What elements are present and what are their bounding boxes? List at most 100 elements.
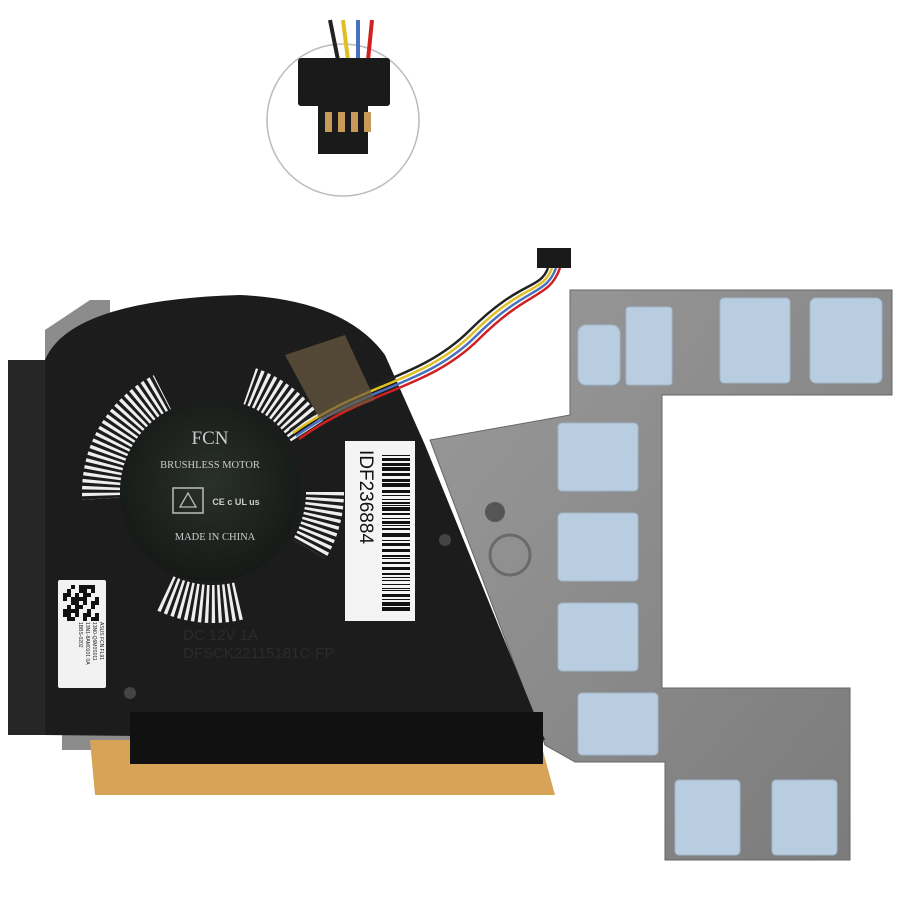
barcode-bar bbox=[382, 584, 410, 585]
barcode-bar bbox=[382, 599, 410, 600]
thermal-pad bbox=[557, 512, 639, 582]
barcode-bar bbox=[382, 567, 410, 570]
small-label-line: 13N0-Q6M0S011 bbox=[91, 622, 97, 661]
barcode-bar bbox=[382, 513, 410, 515]
qr-module bbox=[67, 613, 71, 617]
hub-origin: MADE IN CHINA bbox=[175, 532, 256, 543]
embossed-rating: DC 12V 1A bbox=[183, 627, 258, 644]
qr-module bbox=[75, 609, 79, 613]
hub-type: BRUSHLESS MOTOR bbox=[160, 460, 260, 471]
qr-module bbox=[67, 617, 71, 621]
barcode-bar bbox=[382, 562, 410, 564]
barcode-bar bbox=[382, 540, 410, 541]
qr-module bbox=[71, 585, 75, 589]
thermal-pad bbox=[719, 297, 791, 384]
barcode-label bbox=[345, 441, 415, 621]
qr-module bbox=[67, 593, 71, 597]
thermal-pad bbox=[577, 692, 659, 756]
qr-module bbox=[71, 597, 75, 601]
barcode-bar bbox=[382, 467, 410, 471]
qr-module bbox=[87, 613, 91, 617]
barcode-bar bbox=[382, 577, 410, 578]
qr-module bbox=[75, 601, 79, 605]
thermal-pad bbox=[557, 602, 639, 672]
qr-module bbox=[83, 585, 87, 589]
qr-module bbox=[75, 597, 79, 601]
barcode-bar bbox=[382, 549, 410, 552]
qr-module bbox=[83, 601, 87, 605]
barcode-bar bbox=[382, 490, 410, 493]
connector-icon bbox=[298, 58, 390, 106]
qr-module bbox=[63, 597, 67, 601]
qr-module bbox=[95, 601, 99, 605]
barcode-bar bbox=[382, 479, 410, 482]
barcode-bar bbox=[382, 558, 410, 559]
qr-module bbox=[83, 617, 87, 621]
small-label-line: 1BBS-0202 bbox=[77, 622, 83, 648]
qr-module bbox=[67, 609, 71, 613]
barcode-bar bbox=[382, 588, 410, 589]
connector-inset bbox=[266, 19, 420, 197]
cable-connector-icon bbox=[537, 248, 571, 268]
qr-module bbox=[63, 593, 67, 597]
qr-module bbox=[91, 617, 95, 621]
qr-module bbox=[79, 585, 83, 589]
thermal-pads bbox=[557, 297, 883, 856]
qr-module bbox=[83, 597, 87, 601]
thermal-pad bbox=[557, 422, 639, 492]
barcode-bar bbox=[382, 507, 410, 511]
embossed-model: DFSCK22115181C-FP bbox=[183, 645, 334, 662]
qr-module bbox=[83, 613, 87, 617]
thermal-pad bbox=[674, 779, 741, 856]
qr-module bbox=[83, 593, 87, 597]
qr-module bbox=[87, 609, 91, 613]
qr-module bbox=[91, 605, 95, 609]
qr-module bbox=[71, 601, 75, 605]
qr-module bbox=[95, 597, 99, 601]
qr-module bbox=[63, 609, 67, 613]
barcode-bar bbox=[382, 495, 410, 496]
barcode-bar bbox=[382, 594, 410, 597]
certification-logo-icon bbox=[172, 487, 204, 514]
qr-module bbox=[63, 613, 67, 617]
small-label-line: 13N1-8AM0101 0A bbox=[84, 622, 90, 665]
fan-blades bbox=[81, 360, 345, 624]
barcode-bar bbox=[382, 483, 410, 487]
thermal-pad bbox=[625, 306, 673, 386]
barcode-bar bbox=[382, 505, 410, 506]
barcode-bar bbox=[382, 518, 410, 519]
qr-module bbox=[71, 617, 75, 621]
qr-module bbox=[91, 589, 95, 593]
hub-certifications: CE c UL us bbox=[212, 497, 259, 507]
small-label-line: ASUS FCN FL91 bbox=[98, 622, 104, 660]
barcode-bar bbox=[382, 521, 410, 524]
qr-module bbox=[95, 617, 99, 621]
barcode-bar bbox=[382, 580, 410, 581]
thermal-pad bbox=[577, 324, 621, 386]
qr-module bbox=[67, 589, 71, 593]
qr-module bbox=[91, 601, 95, 605]
barcode-bar bbox=[382, 555, 410, 557]
barcode-bar bbox=[382, 502, 410, 504]
barcode-text: IDF236884 bbox=[355, 450, 376, 544]
qr-module bbox=[95, 613, 99, 617]
qr-module bbox=[79, 605, 83, 609]
qr-module bbox=[75, 593, 79, 597]
barcode-bar bbox=[382, 458, 410, 461]
qr-module bbox=[79, 597, 83, 601]
qr-module bbox=[79, 589, 83, 593]
barcode-bar bbox=[382, 543, 410, 546]
barcode-bar bbox=[382, 525, 410, 526]
barcode-bar bbox=[382, 463, 410, 466]
barcode-bar bbox=[382, 533, 410, 537]
qr-module bbox=[83, 589, 87, 593]
thermal-pad bbox=[771, 779, 838, 856]
qr-module bbox=[71, 609, 75, 613]
thermal-pad bbox=[809, 297, 883, 384]
fan-hub bbox=[120, 402, 300, 582]
barcode-bar bbox=[382, 590, 410, 591]
qr-module bbox=[87, 585, 91, 589]
qr-module bbox=[87, 593, 91, 597]
qr-module bbox=[67, 605, 71, 609]
